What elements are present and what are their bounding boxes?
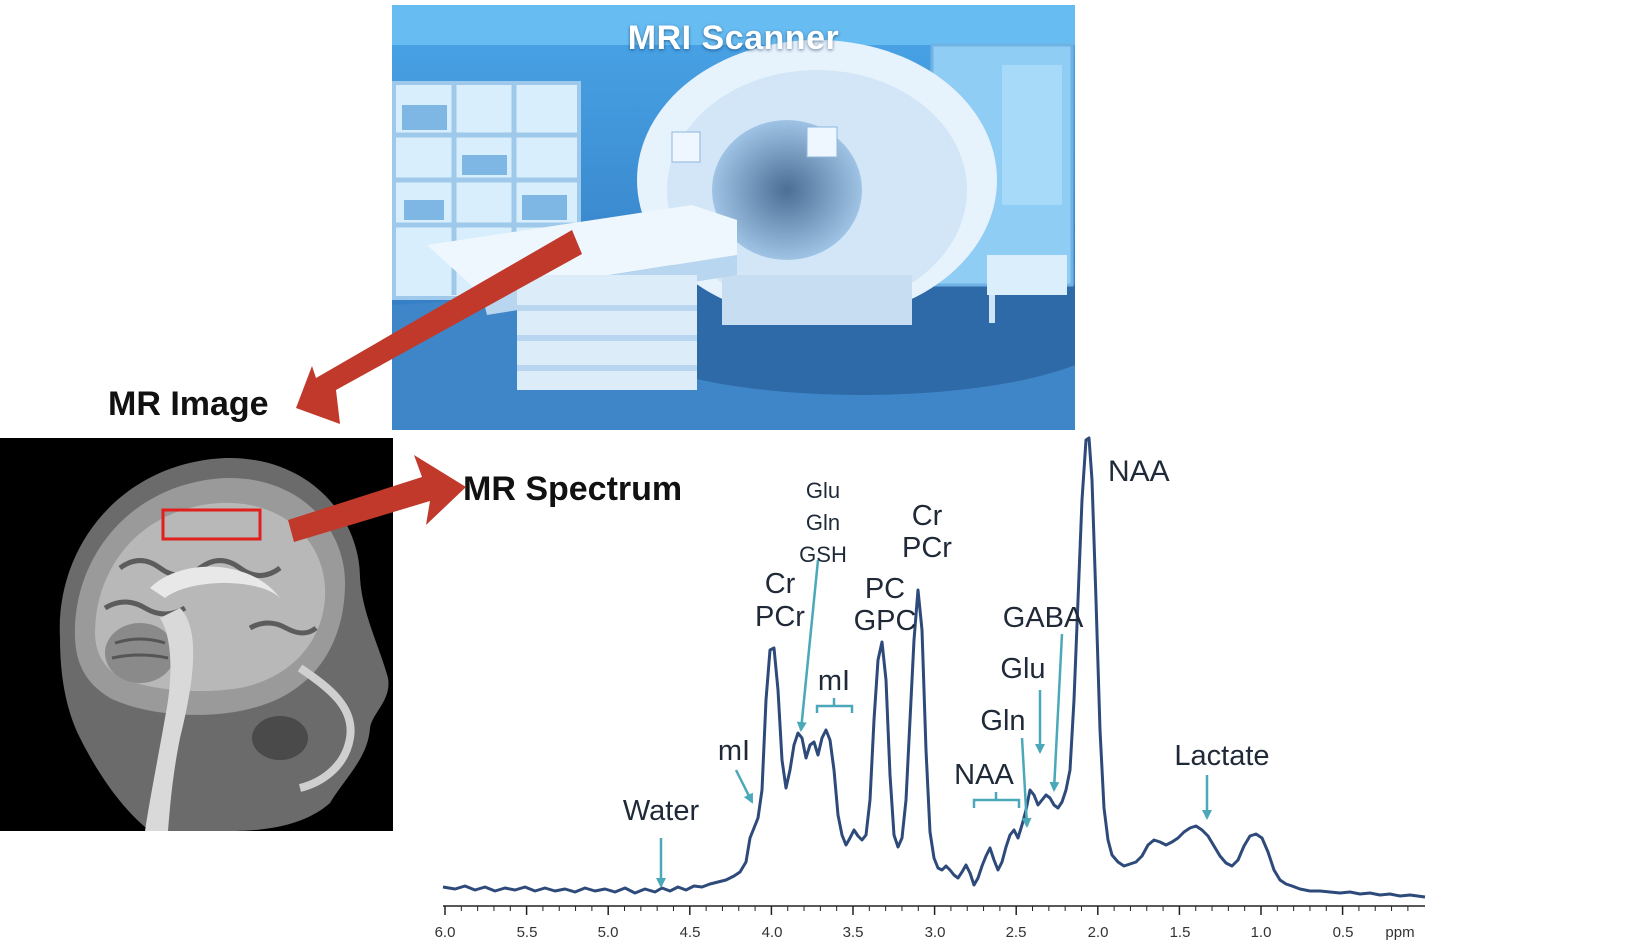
gaba-arrow [1049,633,1064,792]
peak-label-lactate: Lactate [1174,740,1269,772]
mi-bracket [815,704,854,713]
peak-label-mi-bracket: mI [818,665,850,697]
tick-label: 6.0 [435,924,456,941]
peak-label-pc: PC [865,573,905,605]
peak-label-pcr: PCr [902,532,952,564]
tick-label: 5.0 [598,924,619,941]
peak-label-gsh: GSH [799,542,847,567]
mr-brain-image [0,438,393,831]
sagittal-brain-illustration [0,438,393,831]
tick-label: 5.5 [517,924,538,941]
scanner-title: MRI Scanner [627,19,840,57]
peak-label-naa-small: NAA [954,759,1014,791]
scanner-room-illustration [392,5,1075,430]
peak-label-glu: Glu [1000,653,1045,685]
gln-arrow [1020,737,1032,828]
peak-label-glu-top: Glu [806,478,840,503]
peak-label-water: Water [623,795,700,827]
red-arrow-image-to-spectrum [288,455,466,542]
peak-label-cr: Cr [912,500,943,532]
naa-small-bracket [972,798,1021,808]
red-arrow-scanner-to-image [296,230,582,424]
peak-label-gaba: GABA [1003,602,1084,634]
peak-label-cr-left: Cr [765,568,796,600]
peak-labels: NAA Cr PCr PC GPC Glu Gln GSH Cr PCr mI … [623,455,1270,827]
mi-small-arrow [734,769,754,804]
peak-label-gln: Gln [980,705,1025,737]
mri-scanner-photo: MRI Scanner [392,5,1075,430]
tick-label: 4.5 [680,924,701,941]
annotation-arrows [656,559,1212,888]
tick-label: 0.5 [1333,924,1354,941]
peak-label-gpc: GPC [854,605,917,637]
peak-label-gln-top: Gln [806,510,840,535]
mr-spectrum-label: MR Spectrum [463,470,683,508]
tick-label: 3.5 [843,924,864,941]
x-axis-tick-labels: 6.0 5.5 5.0 4.5 4.0 3.5 3.0 2.5 2.0 1.5 … [435,924,1415,941]
roi-box [161,508,262,541]
peak-label-pcr-left: PCr [755,601,805,633]
tick-label: 2.0 [1088,924,1109,941]
glu-gln-gsh-arrow [796,559,820,732]
peak-label-naa: NAA [1108,455,1170,488]
peak-label-mi-small: mI [718,735,750,767]
tick-label: 2.5 [1006,924,1027,941]
spectrum-trace [442,436,1426,899]
mr-image-label: MR Image [108,385,269,423]
x-axis-tick-marks [444,906,1409,915]
axis-unit-label: ppm [1385,924,1414,941]
tick-label: 4.0 [762,924,783,941]
tick-label: 1.5 [1170,924,1191,941]
tick-label: 3.0 [925,924,946,941]
tick-label: 1.0 [1251,924,1272,941]
